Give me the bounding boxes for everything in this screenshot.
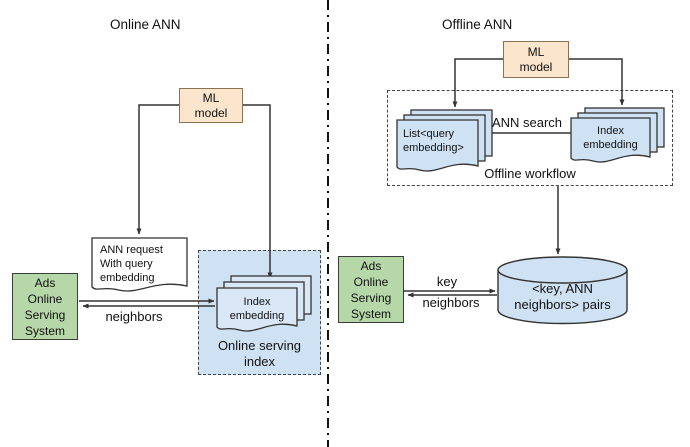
edge-mlmodel-to-annrequest <box>136 104 179 235</box>
edge-mlmodel-to-offlineindex <box>569 58 625 106</box>
offline-ads-serving-system-box: Ads Online Serving System <box>338 256 404 323</box>
query-list-doc-label: List<query embedding> <box>403 128 464 154</box>
pairs-db-label: <key, ANN neighbors> pairs <box>514 281 611 312</box>
offline-neighbors-edge-label: neighbors <box>422 295 480 310</box>
offline-workflow-container-label: Offline workflow <box>484 166 576 181</box>
online-index-doc-front <box>216 287 298 332</box>
online-index-doc-label: Index embedding <box>229 296 285 322</box>
online-ml-model-box: ML model <box>179 88 243 123</box>
offline-workflow-container <box>387 90 673 186</box>
edge-mlmodel-to-onlineindex <box>243 104 273 279</box>
edge-mlmodel-to-querylist <box>452 58 503 108</box>
online-ann-title: Online ANN <box>110 17 181 32</box>
offline-ml-model-box: ML model <box>503 41 569 78</box>
query-list-doc-front <box>396 119 479 172</box>
online-ads-serving-system-box: Ads Online Serving System <box>12 273 78 340</box>
pairs-db-cylinder-top <box>497 256 628 284</box>
offline-ann-title: Offline ANN <box>442 17 513 32</box>
online-serving-index-container-label: Online serving index <box>217 338 302 369</box>
ann-request-doc-label: ANN request With query embedding <box>100 244 163 284</box>
offline-index-doc-front <box>570 117 651 163</box>
ann-request-doc-shape <box>91 237 188 292</box>
pairs-db-cylinder-body <box>497 270 628 325</box>
offline-index-doc-label: Index embedding <box>583 125 638 151</box>
offline-key-edge-label: key <box>436 274 458 289</box>
ann-search-edge-label: ANN search <box>491 115 563 130</box>
online-neighbors-edge-label: neighbors <box>105 309 163 324</box>
